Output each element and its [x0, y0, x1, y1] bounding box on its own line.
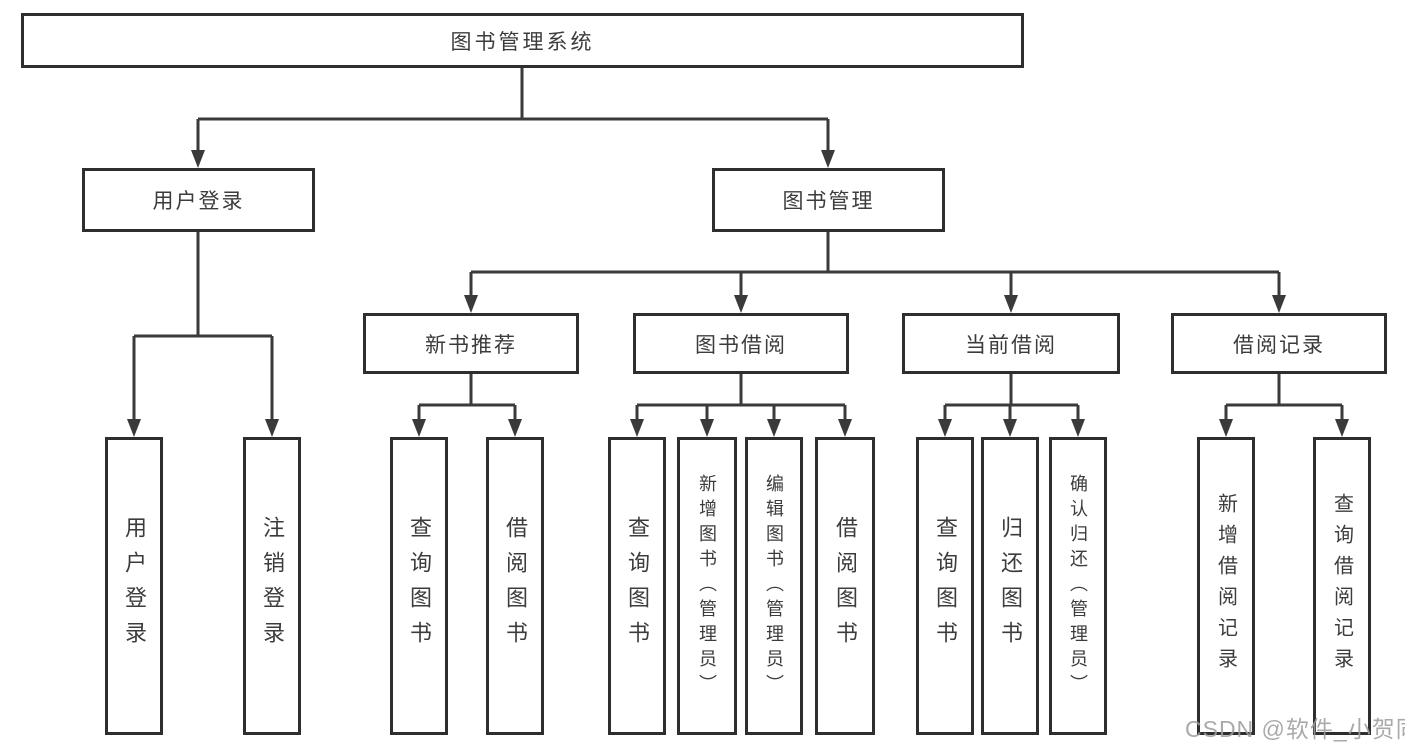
leaf-query-borrow-record: 查询借阅记录: [1313, 437, 1371, 735]
leaf-return-books: 归还图书: [981, 437, 1039, 735]
leaf-logout: 注销登录: [243, 437, 301, 735]
node-user-login: 用户登录: [82, 168, 315, 232]
connector-paths: [132, 68, 1344, 421]
node-book-management: 图书管理: [712, 168, 945, 232]
leaf-recommend-query-books: 查询图书: [390, 437, 448, 735]
node-new-book-recommend: 新书推荐: [363, 313, 579, 374]
leaf-add-borrow-record: 新增借阅记录: [1197, 437, 1255, 735]
leaf-recommend-borrow-books: 借阅图书: [486, 437, 544, 735]
csdn-watermark: CSDN @软件_小贺同学: [1185, 716, 1405, 742]
leaf-current-query-books: 查询图书: [916, 437, 974, 735]
leaf-edit-books-admin: 编辑图书（管理员）: [745, 437, 803, 735]
arrowheads: [127, 150, 1349, 437]
leaf-borrow-books: 借阅图书: [815, 437, 875, 735]
node-book-borrow: 图书借阅: [633, 313, 849, 374]
leaf-borrow-query-books: 查询图书: [608, 437, 666, 735]
node-current-borrow: 当前借阅: [902, 313, 1120, 374]
leaf-add-books-admin: 新增图书（管理员）: [677, 437, 737, 735]
node-borrow-records: 借阅记录: [1171, 313, 1387, 374]
leaf-user-login: 用户登录: [105, 437, 163, 735]
node-root: 图书管理系统: [21, 13, 1024, 68]
leaf-confirm-return-admin: 确认归还（管理员）: [1049, 437, 1107, 735]
